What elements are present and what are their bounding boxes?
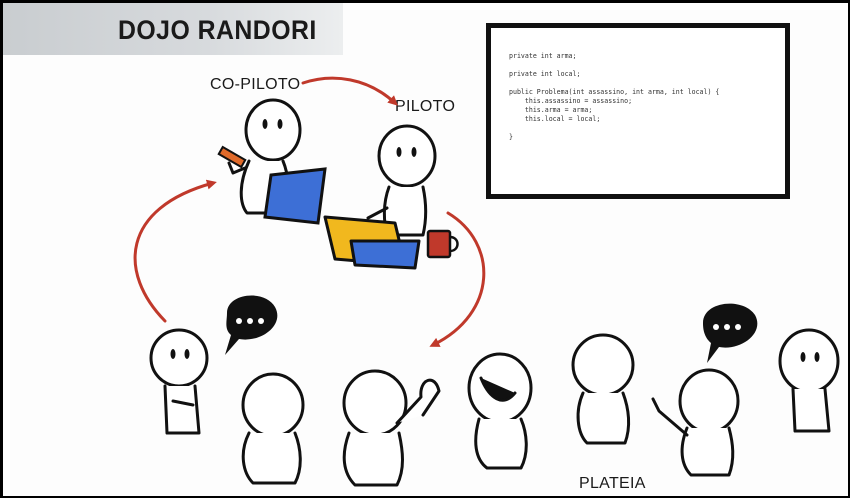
audience-person — [241, 372, 305, 485]
code-line: public Problema(int assassino, int arma,… — [509, 88, 720, 96]
audience-person — [651, 368, 740, 477]
code-listing: private int arma; private int local; pub… — [509, 52, 719, 142]
code-line: private int local; — [509, 70, 581, 78]
dojo-randori-illustration: DOJO RANDORI CO-PILOTO PILOTO PLATEIA pr… — [3, 3, 848, 496]
arrow-plateia-to-copiloto — [133, 179, 217, 323]
page-title: DOJO RANDORI — [118, 15, 317, 45]
diagram-art — [133, 76, 840, 487]
title-bar: DOJO RANDORI — [3, 3, 343, 55]
piloto-figure — [366, 124, 437, 237]
speech-bubble-icon — [225, 295, 278, 355]
arrow-copiloto-to-piloto — [301, 76, 398, 106]
tablet-icon — [263, 167, 327, 225]
audience-person — [778, 328, 840, 433]
code-line: this.assassino = assassino; — [509, 97, 633, 105]
code-line: private int arma; — [509, 52, 577, 60]
copiloto-label: CO-PILOTO — [210, 76, 301, 93]
audience-person — [149, 328, 209, 435]
code-panel: private int arma; private int local; pub… — [486, 23, 790, 199]
rotation-arrows — [133, 76, 486, 347]
piloto-label: PILOTO — [395, 98, 456, 115]
arrow-piloto-to-plateia — [429, 211, 486, 347]
plateia-label: PLATEIA — [579, 475, 646, 492]
speech-bubble-icon — [703, 303, 758, 363]
code-line: this.local = local; — [509, 115, 601, 123]
audience-person — [467, 352, 533, 470]
code-line: this.arma = arma; — [509, 106, 593, 114]
audience-person — [342, 369, 441, 487]
audience-person — [571, 333, 635, 445]
mug-icon — [426, 229, 459, 259]
code-line: } — [509, 133, 513, 141]
plateia-audience — [149, 328, 840, 487]
laptop-icon — [323, 215, 421, 270]
pencil-icon — [217, 145, 247, 169]
